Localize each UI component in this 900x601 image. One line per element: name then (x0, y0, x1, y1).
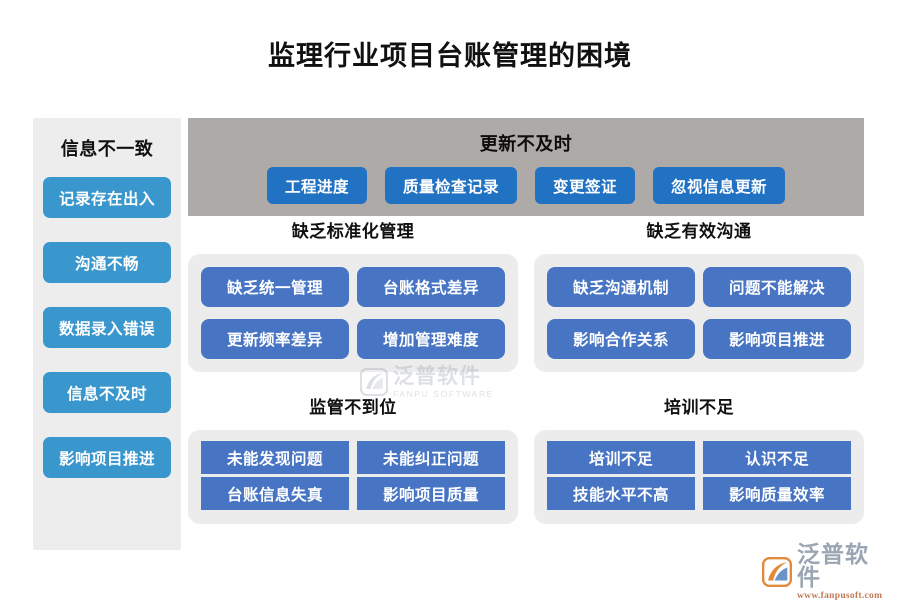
quadrant-1-item-2[interactable]: 影响合作关系 (547, 319, 695, 359)
topband-item-list: 工程进度 质量检查记录 变更签证 忽视信息更新 (188, 167, 864, 204)
page-title: 监理行业项目台账管理的困境 (268, 41, 632, 71)
quadrant-2-item-3[interactable]: 影响项目质量 (357, 477, 505, 510)
sidebar-item-4[interactable]: 影响项目推进 (43, 437, 171, 478)
sidebar-item-1[interactable]: 沟通不畅 (43, 242, 171, 283)
sidebar-item-list: 记录存在出入 沟通不畅 数据录入错误 信息不及时 影响项目推进 (33, 177, 181, 478)
sidebar-item-0[interactable]: 记录存在出入 (43, 177, 171, 218)
quadrant-2-item-0[interactable]: 未能发现问题 (201, 441, 349, 474)
topband-item-1[interactable]: 质量检查记录 (384, 167, 517, 204)
quadrant-title-1: 缺乏有效沟通 (646, 222, 752, 241)
quadrant-3-item-3[interactable]: 影响质量效率 (703, 477, 851, 510)
brand-logo-url: www.fanpusoft.com (797, 590, 883, 601)
quadrant-2-item-1[interactable]: 未能纠正问题 (357, 441, 505, 474)
quadrant-title-3: 培训不足 (664, 398, 734, 417)
quadrant-insufficient-training: 培训不足 培训不足 认识不足 技能水平不高 影响质量效率 (534, 398, 864, 524)
quadrant-1-item-3[interactable]: 影响项目推进 (703, 319, 851, 359)
topband-title: 更新不及时 (479, 134, 573, 154)
quadrant-0-item-3[interactable]: 增加管理难度 (357, 319, 505, 359)
quadrant-3-item-2[interactable]: 技能水平不高 (547, 477, 695, 510)
quadrant-grid: 缺乏标准化管理 缺乏统一管理 台账格式差异 更新频率差异 增加管理难度 缺乏有效… (188, 222, 864, 552)
sidebar-item-3[interactable]: 信息不及时 (43, 372, 171, 413)
quadrant-panel-1: 缺乏沟通机制 问题不能解决 影响合作关系 影响项目推进 (534, 254, 864, 372)
topband-item-2[interactable]: 变更签证 (535, 167, 636, 204)
quadrant-1-item-1[interactable]: 问题不能解决 (703, 267, 851, 307)
quadrant-row: 影响合作关系 影响项目推进 (547, 319, 851, 359)
quadrant-title-0: 缺乏标准化管理 (291, 222, 415, 241)
fanpu-logo-icon (761, 556, 793, 588)
quadrant-1-item-0[interactable]: 缺乏沟通机制 (547, 267, 695, 307)
quadrant-row: 技能水平不高 影响质量效率 (547, 477, 851, 510)
quadrant-row: 更新频率差异 增加管理难度 (201, 319, 505, 359)
quadrant-2-item-2[interactable]: 台账信息失真 (201, 477, 349, 510)
quadrant-0-item-2[interactable]: 更新频率差异 (201, 319, 349, 359)
sidebar-title: 信息不一致 (60, 139, 154, 159)
quadrant-lack-of-effective-communication: 缺乏有效沟通 缺乏沟通机制 问题不能解决 影响合作关系 影响项目推进 (534, 222, 864, 372)
quadrant-inadequate-supervision: 监管不到位 未能发现问题 未能纠正问题 台账信息失真 影响项目质量 (188, 398, 518, 524)
quadrant-panel-2: 未能发现问题 未能纠正问题 台账信息失真 影响项目质量 (188, 430, 518, 524)
quadrant-panel-0: 缺乏统一管理 台账格式差异 更新频率差异 增加管理难度 (188, 254, 518, 372)
sidebar-panel-information-inconsistency: 信息不一致 记录存在出入 沟通不畅 数据录入错误 信息不及时 影响项目推进 (33, 118, 181, 550)
quadrant-row: 缺乏沟通机制 问题不能解决 (547, 267, 851, 307)
quadrant-row: 未能发现问题 未能纠正问题 (201, 441, 505, 474)
quadrant-lack-of-standardized-management: 缺乏标准化管理 缺乏统一管理 台账格式差异 更新频率差异 增加管理难度 (188, 222, 518, 372)
quadrant-row: 台账信息失真 影响项目质量 (201, 477, 505, 510)
quadrant-0-item-1[interactable]: 台账格式差异 (357, 267, 505, 307)
quadrant-0-item-0[interactable]: 缺乏统一管理 (201, 267, 349, 307)
topband-item-3[interactable]: 忽视信息更新 (653, 167, 786, 204)
brand-logo: 泛普软件 www.fanpusoft.com (761, 542, 892, 600)
topband-panel-untimely-update: 更新不及时 工程进度 质量检查记录 变更签证 忽视信息更新 (188, 118, 864, 216)
topband-item-0[interactable]: 工程进度 (266, 167, 367, 204)
sidebar-item-2[interactable]: 数据录入错误 (43, 307, 171, 348)
quadrant-title-2: 监管不到位 (309, 398, 397, 417)
brand-logo-text: 泛普软件 www.fanpusoft.com (797, 540, 892, 601)
brand-logo-cn: 泛普软件 (797, 540, 869, 590)
quadrant-row: 培训不足 认识不足 (547, 441, 851, 474)
quadrant-row: 缺乏统一管理 台账格式差异 (201, 267, 505, 307)
quadrant-3-item-0[interactable]: 培训不足 (547, 441, 695, 474)
quadrant-3-item-1[interactable]: 认识不足 (703, 441, 851, 474)
quadrant-panel-3: 培训不足 认识不足 技能水平不高 影响质量效率 (534, 430, 864, 524)
